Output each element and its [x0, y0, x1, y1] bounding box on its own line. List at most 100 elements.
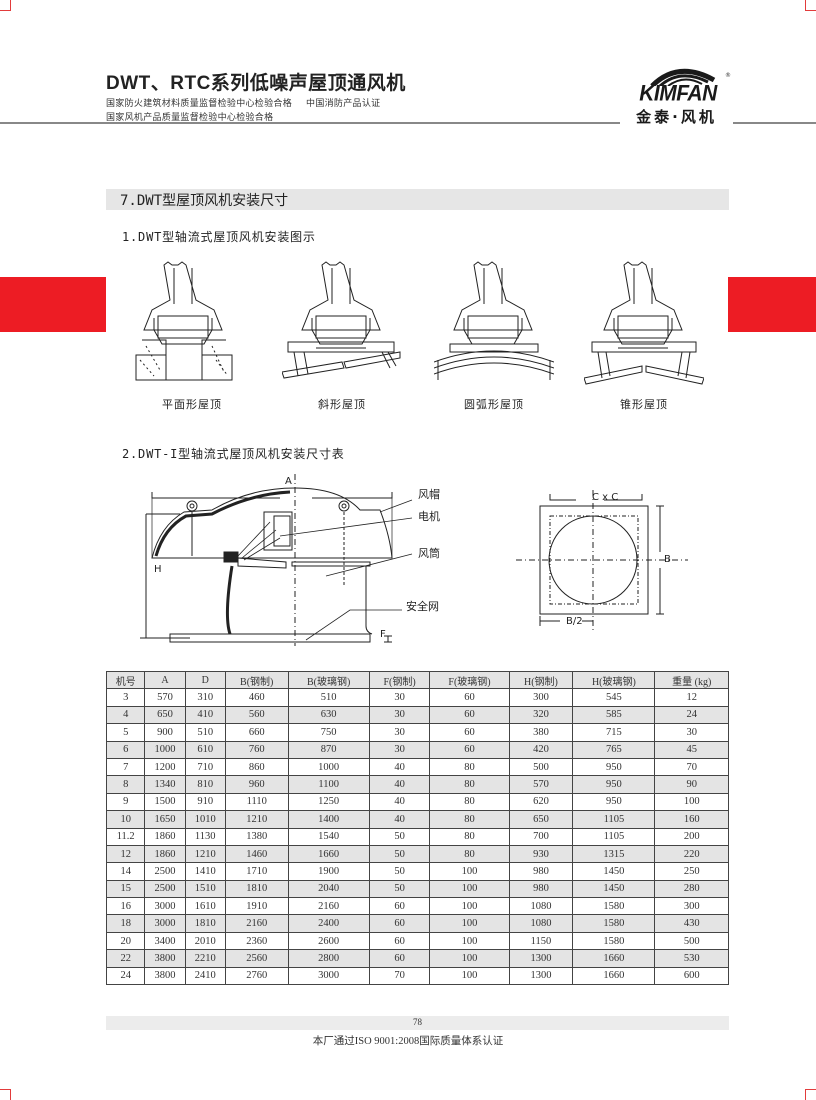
table-cell: 380 — [508, 723, 574, 742]
table-cell: 570 — [144, 688, 186, 707]
certification-line-1: 国家防火建筑材料质量监督检验中心检验合格中国消防产品认证 — [106, 96, 380, 109]
table-cell: 5 — [105, 723, 146, 742]
table-cell: 1300 — [508, 949, 574, 968]
roof-label-conical: 锥形屋顶 — [620, 398, 668, 411]
table-cell: 40 — [368, 792, 431, 812]
table-cell: 60 — [368, 931, 431, 951]
table-cell: 715 — [572, 723, 656, 742]
table-cell: 760 — [224, 740, 289, 759]
table-cell: 50 — [368, 879, 431, 899]
table-cell: 50 — [368, 862, 431, 881]
table-cell: 1000 — [287, 757, 370, 777]
table-cell: 650 — [144, 705, 186, 725]
table-cell: 6 — [105, 740, 146, 759]
table-cell: 460 — [224, 688, 289, 707]
table-cell: 60 — [368, 897, 431, 916]
side-tab-left — [0, 277, 106, 332]
table-cell: 1660 — [572, 966, 656, 986]
table-cell: 1400 — [287, 810, 370, 829]
roof-label-sloped: 斜形屋顶 — [318, 398, 366, 411]
col-header: B(钢制) — [224, 670, 289, 690]
table-cell: 9 — [105, 792, 146, 812]
table-cell: 280 — [654, 879, 729, 899]
col-header: 机号 — [105, 670, 146, 690]
table-cell: 30 — [654, 723, 729, 742]
table-cell: 1080 — [508, 914, 574, 933]
dimensions-table: 机号 A D B(钢制) B(玻璃钢) F(钢制) F(玻璃钢) H(钢制) H… — [105, 670, 729, 986]
table-cell: 1610 — [184, 897, 226, 916]
col-header: F(玻璃钢) — [429, 670, 510, 690]
table-cell: 80 — [429, 810, 510, 829]
header-rule-left — [0, 122, 620, 124]
roof-label-flat: 平面形屋顶 — [162, 398, 222, 411]
table-cell: 410 — [184, 705, 226, 725]
table-cell: 3000 — [144, 897, 186, 916]
table-cell: 660 — [224, 723, 289, 742]
table-cell: 2760 — [224, 966, 289, 986]
table-cell: 710 — [184, 757, 226, 777]
table-cell: 1580 — [572, 897, 656, 916]
table-cell: 70 — [368, 966, 431, 986]
table-cell: 510 — [287, 688, 370, 707]
flat-roof-figure — [135, 261, 233, 381]
table-cell: 15 — [105, 879, 146, 899]
table-cell: 1900 — [287, 862, 370, 881]
table-cell: 1250 — [287, 792, 370, 812]
col-header: F(钢制) — [368, 670, 431, 690]
table-cell: 90 — [654, 775, 729, 794]
callout-motor: 电机 — [418, 510, 440, 523]
table-cell: 60 — [368, 949, 431, 968]
table-cell: 2400 — [287, 914, 370, 933]
table-cell: 320 — [508, 705, 574, 725]
table-cell: 30 — [368, 705, 431, 725]
footer-bar: 78 — [106, 1016, 729, 1030]
table-cell: 2360 — [224, 931, 289, 951]
table-cell: 12 — [654, 688, 729, 707]
table-cell: 870 — [287, 740, 370, 759]
subsection-dimension-table: 2.DWT-I型轴流式屋顶风机安装尺寸表 — [122, 447, 345, 461]
roof-label-arched: 圆弧形屋顶 — [464, 398, 524, 411]
kimfan-logo: KIMFAN ® 金泰·风机 — [620, 62, 733, 128]
table-cell: 200 — [654, 827, 729, 846]
table-cell: 900 — [144, 723, 186, 742]
table-cell: 910 — [184, 792, 226, 812]
col-header: B(玻璃钢) — [287, 670, 370, 690]
table-cell: 30 — [368, 723, 431, 742]
table-cell: 1860 — [144, 827, 186, 846]
table-cell: 100 — [429, 966, 510, 986]
table-cell: 1080 — [508, 897, 574, 916]
table-cell: 10 — [105, 810, 146, 829]
table-cell: 70 — [654, 757, 729, 777]
fan-plan-view-diagram — [516, 490, 688, 630]
table-cell: 11.2 — [105, 827, 146, 846]
table-cell: 700 — [508, 827, 574, 846]
fan-elevation-diagram — [140, 474, 413, 646]
certification-line-2: 国家风机产品质量监督检验中心检验合格 — [106, 113, 274, 123]
table-cell: 1410 — [184, 862, 226, 881]
table-cell: 300 — [654, 897, 729, 916]
plan-dimension-CxC-label: C x C — [592, 492, 619, 503]
table-cell: 2160 — [224, 914, 289, 933]
table-cell: 3800 — [144, 949, 186, 968]
page-number: 78 — [413, 1017, 422, 1027]
table-cell: 765 — [572, 740, 656, 759]
table-cell: 3800 — [144, 966, 186, 986]
table-cell: 2410 — [184, 966, 226, 986]
table-cell: 310 — [184, 688, 226, 707]
dimension-F-label: F — [380, 629, 386, 640]
col-header: H(玻璃钢) — [572, 670, 656, 690]
table-cell: 50 — [368, 827, 431, 846]
table-cell: 50 — [368, 844, 431, 864]
table-cell: 80 — [429, 792, 510, 812]
table-cell: 980 — [508, 862, 574, 881]
table-cell: 3400 — [144, 931, 186, 951]
table-cell: 100 — [429, 897, 510, 916]
col-header: H(钢制) — [508, 670, 574, 690]
table-cell: 18 — [105, 914, 146, 933]
table-header-row: 机号 A D B(钢制) B(玻璃钢) F(钢制) F(玻璃钢) H(钢制) H… — [105, 670, 729, 690]
